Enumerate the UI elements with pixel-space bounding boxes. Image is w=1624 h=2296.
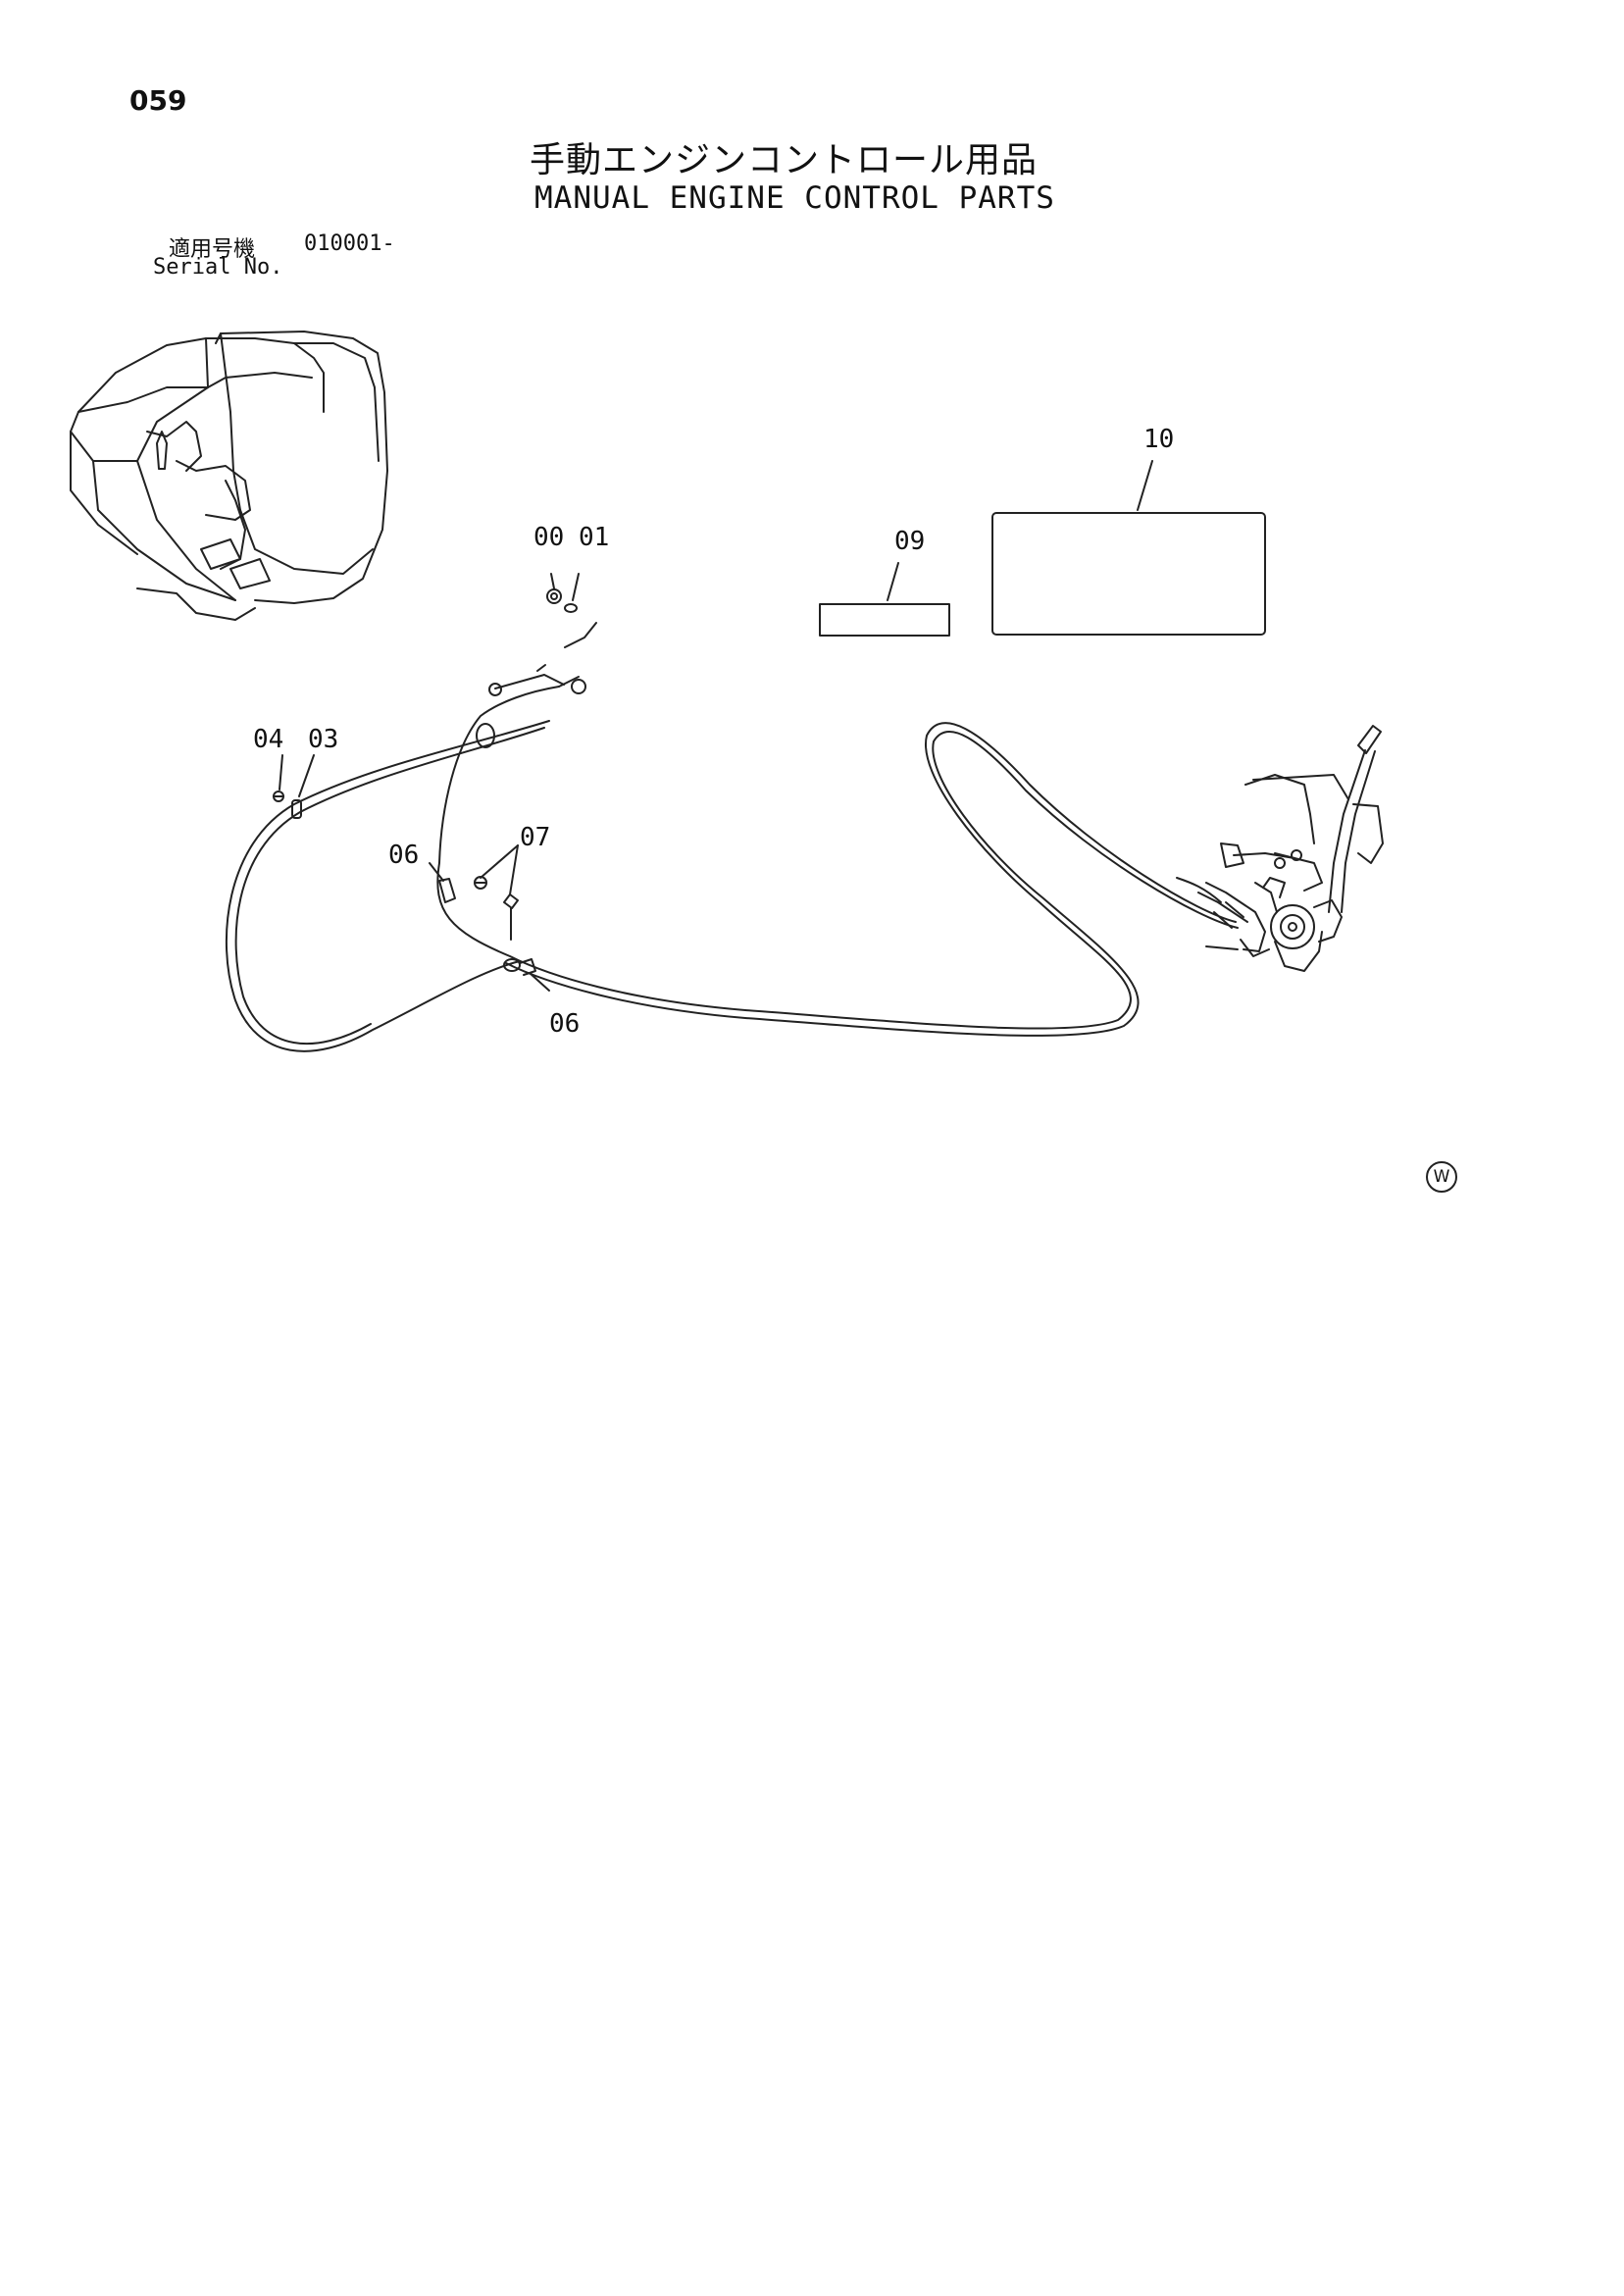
title-english: MANUAL ENGINE CONTROL PARTS: [534, 180, 1055, 216]
callout-07: 07: [520, 823, 550, 852]
serial-label-japanese: 適用号機: [169, 237, 256, 262]
clamp-03-bolt-04: [273, 791, 302, 819]
machine-overview-illustration: [70, 331, 388, 621]
watermark-symbol: W: [1426, 1161, 1457, 1193]
callout-04: 04: [253, 725, 283, 754]
callout-01: 01: [579, 523, 609, 552]
serial-value: 010001-: [304, 231, 395, 256]
serial-label-english: Serial No.: [153, 255, 283, 280]
control-cable: [436, 686, 1237, 1030]
callout-09: 09: [894, 527, 925, 556]
title-japanese: 手動エンジンコントロール用品: [530, 140, 1039, 180]
page-number: 059: [129, 84, 187, 117]
callout-00: 00: [533, 523, 564, 552]
callout-06-upper: 06: [388, 841, 419, 870]
label-plate-10: [991, 512, 1266, 636]
callout-labels: 00 01 04 03 06 07 06 09 10: [253, 425, 1174, 1039]
outer-cable: [225, 720, 550, 1052]
callout-03: 03: [308, 725, 338, 754]
callout-10: 10: [1143, 425, 1174, 454]
label-plate-09: [819, 603, 950, 637]
control-lever-assembly: [1176, 725, 1384, 972]
callout-06-lower: 06: [549, 1009, 580, 1039]
